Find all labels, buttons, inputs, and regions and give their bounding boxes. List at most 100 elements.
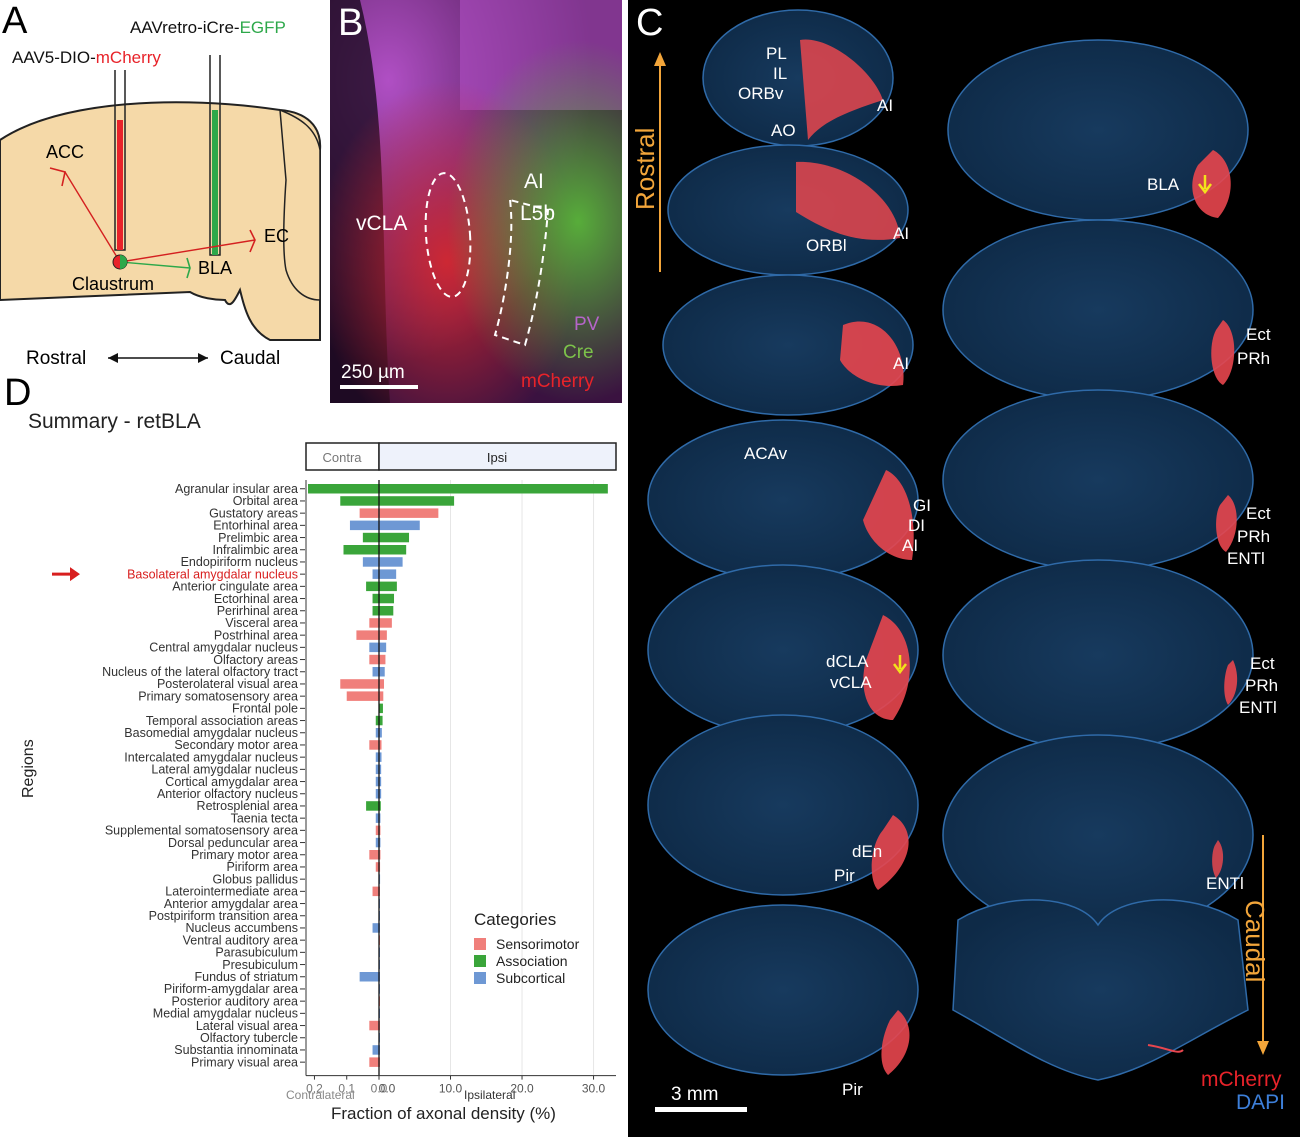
region-label: Lateral visual area <box>196 1019 298 1033</box>
ipsi-bar <box>379 606 394 616</box>
label-bla: BLA <box>1147 175 1180 194</box>
ipsi-bar <box>379 496 455 506</box>
label-pl: PL <box>766 44 787 63</box>
bla-terminal <box>186 257 191 279</box>
region-label: Cortical amygdalar area <box>165 775 298 789</box>
red-pipette-fill <box>117 120 123 250</box>
ipsi-bar <box>379 667 385 677</box>
region-label: Intercalated amygdalar nucleus <box>124 750 298 764</box>
rostral-arrow-label: Rostral <box>630 127 660 210</box>
label-prh-2: PRh <box>1237 527 1271 546</box>
contra-bar <box>308 484 379 494</box>
claustrum-cell-green <box>120 255 127 269</box>
arrow-head-left <box>108 353 118 363</box>
ipsi-bar <box>379 484 608 494</box>
contra-bar <box>369 850 379 860</box>
region-label: Ectorhinal area <box>214 592 298 606</box>
region-label: Posterior auditory area <box>172 994 299 1008</box>
region-label: Lateral amygdalar nucleus <box>151 763 298 777</box>
panel-b-micrograph <box>330 0 622 403</box>
panel-a-letter: A <box>2 0 28 42</box>
panel-d-letter: D <box>4 372 32 414</box>
region-label: Postpiriform transition area <box>149 909 298 923</box>
ipsi-bar <box>379 654 386 665</box>
region-label: Agranular insular area <box>175 482 298 496</box>
ec-terminal <box>249 229 256 253</box>
caudal-label: Caudal <box>220 348 281 369</box>
contra-bar <box>349 520 379 531</box>
ipsi-bar <box>379 789 382 799</box>
ipsi-bar <box>379 715 383 726</box>
label-ao: AO <box>771 121 796 140</box>
panel-b-letter: B <box>338 2 364 44</box>
region-label: Anterior cingulate area <box>172 580 298 594</box>
region-label: Anterior olfactory nucleus <box>157 787 298 801</box>
label-pir-1: Pir <box>834 866 855 885</box>
ipsi-bar <box>379 618 392 628</box>
ipsi-bar <box>379 691 384 701</box>
region-label: Globus pallidus <box>213 872 298 886</box>
ipsi-bar <box>379 728 382 738</box>
region-label: Endopiriform nucleus <box>181 555 298 569</box>
region-label: Prelimbic area <box>218 531 298 545</box>
l5b-label: L5b <box>520 202 556 225</box>
ipsilateral-sublabel: Ipsilateral <box>464 1088 516 1102</box>
legend-item-subcortical: Subcortical <box>474 969 579 986</box>
legend-text-sensorimotor: Sensorimotor <box>496 935 580 952</box>
ipsi-bar <box>379 752 382 762</box>
contra-bar <box>375 752 379 762</box>
label-ect-1: Ect <box>1246 325 1271 344</box>
label-gi: GI <box>913 496 931 515</box>
projection-bla <box>119 261 191 269</box>
green-injection-prefix: AAVretro-iCre- <box>130 18 240 37</box>
region-label: Supplemental somatosensory area <box>105 824 298 838</box>
green-injection-suffix: EGFP <box>239 18 286 37</box>
ipsi-bar <box>379 801 381 811</box>
contra-bar <box>369 618 379 628</box>
label-ai-4: AI <box>902 536 919 555</box>
contra-tick-label: 0.0 <box>371 1082 388 1096</box>
caudal-arrow-label: Caudal <box>1240 900 1270 983</box>
region-label: Entorhinal area <box>213 519 298 533</box>
ipsi-bar <box>379 520 420 531</box>
contra-header-box <box>305 442 380 471</box>
region-label: Frontal pole <box>232 702 298 716</box>
label-den: dEn <box>852 842 883 861</box>
region-label: Medial amygdalar nucleus <box>153 1007 298 1021</box>
label-di: DI <box>908 516 925 535</box>
label-ect-2: Ect <box>1246 504 1271 523</box>
contra-bar <box>366 581 379 592</box>
region-label: Postrhinal area <box>214 628 298 642</box>
legend-mcherry-b: mCherry <box>521 371 594 392</box>
contra-bar <box>372 667 379 677</box>
acc-label: ACC <box>46 142 85 162</box>
ipsi-bar <box>379 764 382 775</box>
ipsi-bar <box>379 557 403 567</box>
contra-bar <box>375 776 379 787</box>
ipsi-bar <box>379 532 410 543</box>
ipsi-tick-label: 0.0 <box>379 1082 396 1096</box>
legend-item-sensorimotor: Sensorimotor <box>474 935 579 952</box>
red-injection-prefix: AAV5-DIO- <box>12 48 96 67</box>
region-label: Retrosplenial area <box>197 799 298 813</box>
contra-bar <box>362 532 379 543</box>
region-label: Perirhinal area <box>217 604 298 618</box>
contra-bar <box>346 691 379 701</box>
label-ect-3: Ect <box>1250 654 1275 673</box>
panel-b-image <box>330 0 622 403</box>
region-label: Olfactory areas <box>213 653 298 667</box>
projection-acc <box>64 171 121 263</box>
ipsi-tick-label: 30.0 <box>582 1082 606 1096</box>
legend-swatch-sensorimotor <box>474 937 486 950</box>
region-label: Visceral area <box>225 616 298 630</box>
label-entl-2: ENTl <box>1239 698 1277 717</box>
label-orbl: ORBl <box>806 236 847 255</box>
legend-pv: PV <box>574 314 600 335</box>
contra-bar <box>375 862 379 872</box>
ipsi-bar <box>379 825 381 836</box>
contra-bar <box>375 813 379 823</box>
region-label: Fundus of striatum <box>194 970 298 984</box>
label-prh-1: PRh <box>1237 349 1271 368</box>
region-label: Posterolateral visual area <box>157 677 298 691</box>
arrow-head-right <box>198 353 208 363</box>
